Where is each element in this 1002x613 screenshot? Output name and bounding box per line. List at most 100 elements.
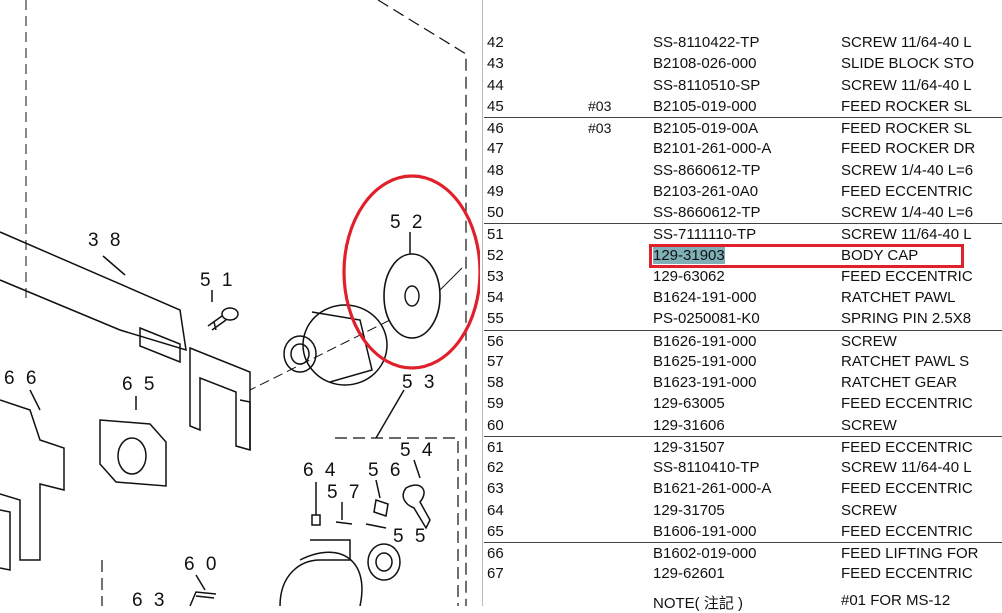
table-left-border — [482, 0, 483, 606]
cell-part: B1621-261-000-A — [653, 480, 772, 498]
cell-desc: FEED ECCENTRIC — [841, 480, 973, 498]
cell-desc: SCREW — [841, 501, 897, 519]
ratchet-pawl-shape — [402, 484, 431, 530]
cell-no: 67 — [487, 565, 504, 583]
cell-desc: SCREW — [841, 416, 897, 434]
note-text: #01 FOR MS-12 — [841, 592, 951, 609]
table-row: 43 B2108-026-000 SLIDE BLOCK STO — [484, 53, 1002, 74]
cell-desc: FEED ROCKER SL — [841, 120, 972, 137]
cell-part: SS-8110422-TP — [653, 34, 760, 51]
cell-note: #03 — [588, 120, 612, 136]
red-highlight-circle — [342, 174, 480, 370]
exploded-diagram: 3 8 5 1 5 2 6 6 6 5 5 3 6 4 5 6 5 4 5 7 … — [0, 0, 480, 606]
cell-desc: SLIDE BLOCK STO — [841, 55, 975, 73]
cell-no: 44 — [487, 76, 504, 94]
cell-part: PS-0250081-K0 — [653, 310, 760, 328]
cell-part: 129-31507 — [653, 438, 725, 456]
cell-part: 129-62601 — [653, 565, 725, 583]
cell-desc: FEED ECCENTRIC — [841, 522, 973, 540]
cell-desc: SCREW — [841, 332, 897, 350]
cell-desc: BODY CAP — [841, 246, 919, 264]
cell-part: B2101-261-000-A — [653, 140, 772, 158]
cell-no: 66 — [487, 545, 504, 562]
cell-part: B1626-191-000 — [653, 332, 757, 350]
callout-53: 5 3 — [402, 372, 437, 393]
cell-no: 59 — [487, 395, 504, 413]
cell-no: 57 — [487, 352, 504, 370]
cell-desc: RATCHET PAWL S — [841, 352, 970, 370]
cell-no: 65 — [487, 522, 504, 540]
callout-57: 5 7 — [327, 482, 362, 503]
cell-part: B2108-026-000 — [653, 55, 757, 73]
cell-desc: SCREW 11/64-40 L — [841, 459, 972, 476]
callout-52: 5 2 — [390, 212, 425, 233]
cell-desc: SCREW 11/64-40 L — [841, 76, 972, 94]
cell-no: 63 — [487, 480, 504, 498]
cell-desc: FEED LIFTING FOR — [841, 545, 979, 562]
cell-desc: FEED ECCENTRIC — [841, 565, 973, 583]
table-row: 44 SS-8110510-SP SCREW 11/64-40 L — [484, 75, 1002, 96]
cell-desc: SCREW 11/64-40 L — [841, 226, 972, 244]
cell-no: 58 — [487, 374, 504, 391]
cell-desc: FEED ECCENTRIC — [841, 395, 973, 413]
cell-part: B1606-191-000 — [653, 522, 757, 540]
cell-no: 55 — [487, 310, 504, 328]
cell-part: B1623-191-000 — [653, 374, 757, 391]
cell-no: 51 — [487, 226, 504, 244]
table-row: 67 129-62601 FEED ECCENTRIC — [484, 563, 1002, 584]
callout-65: 6 5 — [122, 374, 157, 395]
cell-part: SS-8660612-TP — [653, 161, 761, 179]
callout-56: 5 6 — [368, 460, 403, 481]
cell-part: 129-63005 — [653, 395, 725, 413]
selected-part-number[interactable]: 129-31903 — [653, 246, 725, 264]
cell-desc: SCREW 1/4-40 L=6 — [841, 204, 974, 221]
cell-part: B2105-019-000 — [653, 97, 757, 115]
cell-part: B1625-191-000 — [653, 352, 757, 370]
red-highlight-box — [649, 243, 964, 268]
callout-38: 3 8 — [88, 230, 123, 251]
table-row: 65 B1606-191-000 FEED ECCENTRIC — [484, 521, 1002, 542]
callout-51: 5 1 — [200, 270, 235, 291]
cell-part: SS-8110410-TP — [653, 459, 760, 476]
callout-54: 5 4 — [400, 440, 435, 461]
cell-no: 43 — [487, 55, 504, 73]
cell-part: 129-31705 — [653, 501, 725, 519]
dashed-outline-right — [377, 0, 467, 606]
cell-part: 129-31606 — [653, 416, 725, 434]
cell-desc: FEED ECCENTRIC — [841, 182, 973, 200]
note-label: NOTE( 注記 ) — [653, 595, 743, 612]
cell-no: 46 — [487, 120, 504, 137]
cell-desc: SCREW 11/64-40 L — [841, 34, 972, 51]
cell-no: 64 — [487, 501, 504, 519]
cell-no: 56 — [487, 332, 504, 350]
cell-desc: FEED ROCKER SL — [841, 97, 972, 115]
cell-part: SS-8110510-SP — [653, 76, 761, 94]
callout-60: 6 0 — [184, 554, 219, 575]
cell-part: SS-8660612-TP — [653, 204, 761, 221]
table-row: 56 B1626-191-000 SCREW — [484, 329, 1002, 352]
table-row: 63 B1621-261-000-A FEED ECCENTRIC — [484, 478, 1002, 499]
cell-desc: RATCHET PAWL — [841, 289, 956, 306]
table-row: 59 129-63005 FEED ECCENTRIC — [484, 393, 1002, 414]
callout-63: 6 3 — [132, 590, 167, 606]
callout-64: 6 4 — [303, 460, 338, 481]
table-row: 57 B1625-191-000 RATCHET PAWL S — [484, 351, 1002, 372]
callout-66: 6 6 — [4, 368, 39, 389]
